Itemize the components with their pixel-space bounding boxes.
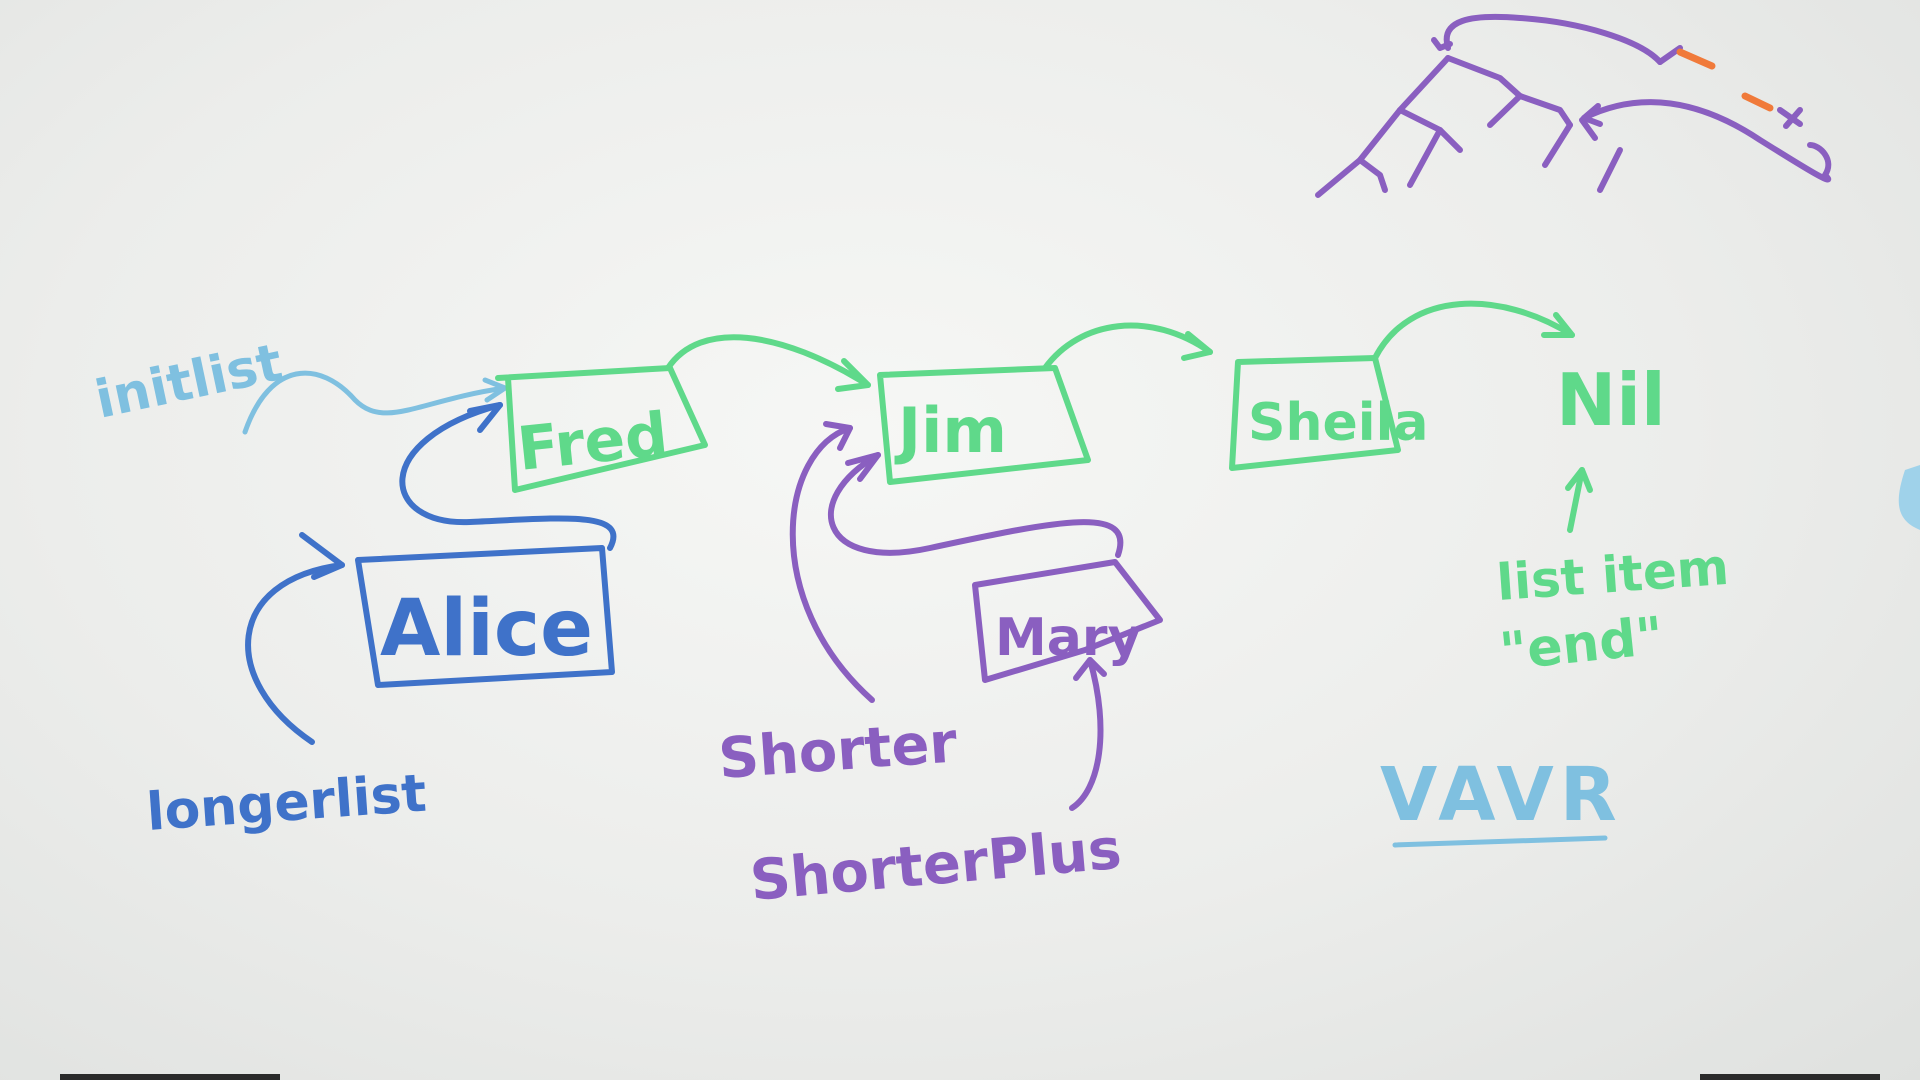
vavr-annotation: VAVR xyxy=(1380,752,1623,848)
end-label: "end" xyxy=(1497,606,1666,683)
node-mary-label: Mary xyxy=(995,608,1141,668)
node-fred-label: Fred xyxy=(514,400,671,485)
node-sheila: Sheila xyxy=(1229,355,1428,471)
arrow-fred-to-jim xyxy=(665,334,871,388)
arrow-alice-to-fred xyxy=(399,402,617,551)
bottom-edge-left xyxy=(60,1074,280,1080)
shorter-plus-label: ShorterPlus xyxy=(748,817,1124,914)
node-jim-label: Jim xyxy=(894,394,1007,467)
node-alice: Alice xyxy=(355,402,617,688)
init-list-label: initlist xyxy=(90,333,287,431)
bottom-edge-right xyxy=(1700,1074,1880,1080)
init-list-pointer: initlist xyxy=(90,333,508,435)
node-fred: Fred xyxy=(495,365,708,493)
shorter-plus-pointer: ShorterPlus xyxy=(748,657,1124,914)
nil-annotation: list item "end" xyxy=(1495,467,1731,683)
node-alice-label: Alice xyxy=(380,584,593,674)
shorter-label: Shorter xyxy=(716,710,959,792)
marker-edge xyxy=(1898,465,1920,530)
node-sheila-label: Sheila xyxy=(1248,393,1428,453)
linked-list-main: Fred Jim Sheila Nil xyxy=(495,300,1666,493)
node-jim: Jim xyxy=(877,365,1091,485)
node-nil: Nil xyxy=(1556,358,1666,442)
arrow-jim-to-sheila xyxy=(1042,322,1213,371)
arrow-sheila-to-nil xyxy=(1372,300,1575,361)
list-item-label: list item xyxy=(1495,538,1731,612)
node-nil-label: Nil xyxy=(1556,358,1666,442)
tree-sketch xyxy=(1315,13,1832,198)
longer-list-pointer: longerlist xyxy=(145,532,429,843)
vavr-label: VAVR xyxy=(1380,752,1623,838)
arrow-mary-to-jim xyxy=(827,452,1124,558)
node-mary: Mary xyxy=(827,452,1163,683)
longer-list-label: longerlist xyxy=(145,764,429,843)
